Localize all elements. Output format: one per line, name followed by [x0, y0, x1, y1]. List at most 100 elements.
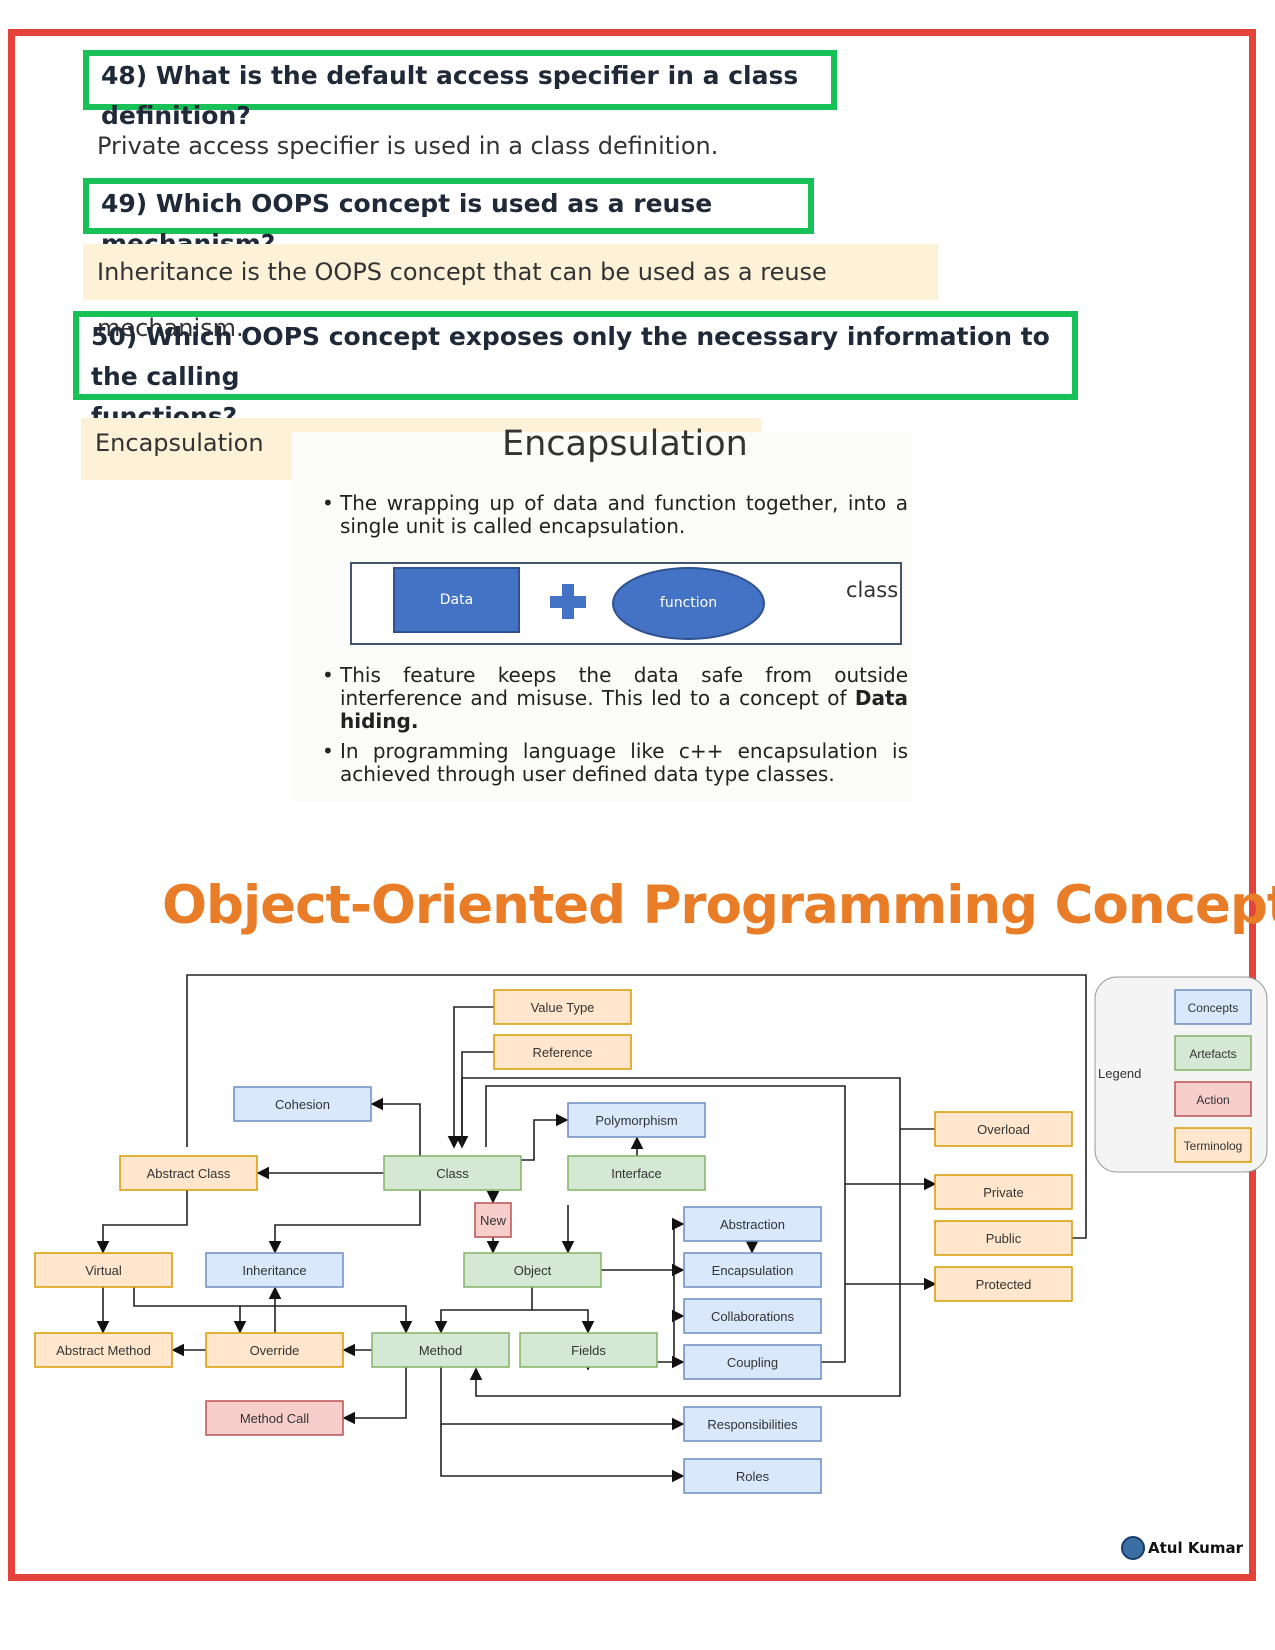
- diagram-edge: [268, 1190, 421, 1254]
- question-48: 48) What is the default access specifier…: [83, 50, 837, 130]
- diagram-edge: [96, 1190, 188, 1254]
- question-49-text: 49) Which OOPS concept is used as a reus…: [101, 189, 713, 258]
- svg-text:Public: Public: [986, 1231, 1022, 1246]
- svg-text:Abstract Class: Abstract Class: [147, 1166, 231, 1181]
- diagram-edge: [370, 1097, 421, 1156]
- author-signature: Atul Kumar: [1148, 1539, 1244, 1557]
- svg-text:Concepts: Concepts: [1188, 1001, 1239, 1015]
- svg-text:Cohesion: Cohesion: [275, 1097, 330, 1112]
- node-new: New: [474, 1202, 512, 1238]
- legend-label: Legend: [1098, 1066, 1141, 1081]
- node-encapsulation: Encapsulation: [683, 1252, 822, 1288]
- node-class: Class: [383, 1155, 522, 1191]
- node-abstract-class: Abstract Class: [119, 1155, 258, 1191]
- diagram-edge: [532, 1309, 595, 1334]
- diagram-edge: [671, 1316, 685, 1369]
- question-50: 50) Which OOPS concept exposes only the …: [73, 311, 1078, 431]
- diagram-edge: [133, 1287, 413, 1334]
- node-collaborations: Collaborations: [683, 1298, 822, 1334]
- svg-text:Class: Class: [436, 1166, 469, 1181]
- answer-48: Private access specifier is used in a cl…: [97, 132, 719, 160]
- diagram-edge: [186, 974, 1087, 1239]
- legend-item-action: Action: [1174, 1081, 1252, 1117]
- diagram-title: Object-Oriented Programming Concepts: [162, 875, 1275, 936]
- node-reference: Reference: [493, 1034, 632, 1070]
- svg-text:New: New: [480, 1213, 507, 1228]
- slide-bullet-3: • In programming language like c++ encap…: [322, 739, 908, 786]
- svg-text:Value Type: Value Type: [531, 1000, 595, 1015]
- node-abstract-method: Abstract Method: [34, 1332, 173, 1368]
- svg-text:Coupling: Coupling: [727, 1355, 778, 1370]
- slide-bullet-1: • The wrapping up of data and function t…: [322, 491, 908, 538]
- node-private: Private: [934, 1174, 1073, 1210]
- function-ellipse: function: [612, 567, 765, 640]
- node-roles: Roles: [683, 1458, 822, 1494]
- svg-text:Encapsulation: Encapsulation: [712, 1263, 794, 1278]
- svg-text:Fields: Fields: [571, 1343, 606, 1358]
- svg-text:Roles: Roles: [736, 1469, 770, 1484]
- node-override: Override: [205, 1332, 344, 1368]
- diagram-edge: [461, 1077, 901, 1397]
- svg-text:Terminolog: Terminolog: [1184, 1139, 1243, 1153]
- svg-text:Virtual: Virtual: [85, 1263, 122, 1278]
- slide-title: Encapsulation: [502, 424, 748, 464]
- diagram-edge: [520, 1113, 569, 1161]
- svg-text:Private: Private: [983, 1185, 1023, 1200]
- node-method: Method: [371, 1332, 510, 1368]
- question-50-line1: 50) Which OOPS concept exposes only the …: [91, 322, 1050, 391]
- svg-text:Interface: Interface: [611, 1166, 662, 1181]
- plus-icon-bar: [550, 596, 586, 608]
- legend-item-terminology: Terminolog: [1174, 1127, 1252, 1163]
- author-avatar: [1121, 1536, 1145, 1560]
- legend-item-concepts: Concepts: [1174, 989, 1252, 1025]
- diagram-edge: [342, 1367, 407, 1425]
- slide-bullet-2: • This feature keeps the data safe from …: [322, 663, 908, 733]
- page-frame: [8, 29, 1256, 1581]
- class-label: class: [846, 578, 899, 602]
- svg-text:Protected: Protected: [976, 1277, 1032, 1292]
- svg-text:Polymorphism: Polymorphism: [595, 1113, 677, 1128]
- svg-text:Inheritance: Inheritance: [242, 1263, 306, 1278]
- svg-text:Object: Object: [514, 1263, 552, 1278]
- answer-49: Inheritance is the OOPS concept that can…: [83, 244, 938, 342]
- diagram-edge: [434, 1287, 533, 1334]
- svg-text:Override: Override: [250, 1343, 300, 1358]
- svg-text:Artefacts: Artefacts: [1189, 1047, 1236, 1061]
- svg-text:Collaborations: Collaborations: [711, 1309, 795, 1324]
- question-49: 49) Which OOPS concept is used as a reus…: [83, 178, 814, 258]
- diagram-edge: [440, 1424, 685, 1483]
- node-public: Public: [934, 1220, 1073, 1256]
- svg-text:Abstraction: Abstraction: [720, 1217, 785, 1232]
- node-abstraction: Abstraction: [683, 1206, 822, 1242]
- legend-box: [1094, 976, 1268, 1173]
- svg-text:Abstract Method: Abstract Method: [56, 1343, 151, 1358]
- node-method-call: Method Call: [205, 1400, 344, 1436]
- slide-bullet-3-text: In programming language like c++ encapsu…: [340, 739, 908, 786]
- node-interface: Interface: [567, 1155, 706, 1191]
- svg-text:Method Call: Method Call: [240, 1411, 309, 1426]
- node-coupling: Coupling: [683, 1344, 822, 1380]
- node-value-type: Value Type: [493, 989, 632, 1025]
- svg-text:Overload: Overload: [977, 1122, 1030, 1137]
- slide-bullet-2-text: This feature keeps the data safe from ou…: [340, 663, 908, 710]
- slide-bullet-2-bold: Data hiding.: [340, 686, 908, 733]
- slide-bullet-1-text: The wrapping up of data and function tog…: [340, 491, 908, 538]
- svg-text:Method: Method: [419, 1343, 462, 1358]
- node-protected: Protected: [934, 1266, 1073, 1302]
- node-overload: Overload: [934, 1111, 1073, 1147]
- data-box: Data: [393, 567, 520, 633]
- diagram-edge: [671, 1270, 685, 1323]
- node-inheritance: Inheritance: [205, 1252, 344, 1288]
- svg-text:Responsibilities: Responsibilities: [707, 1417, 798, 1432]
- node-cohesion: Cohesion: [233, 1086, 372, 1122]
- svg-text:Action: Action: [1196, 1093, 1229, 1107]
- diagram-edge: [601, 1217, 685, 1271]
- legend-item-artefacts: Artefacts: [1174, 1035, 1252, 1071]
- node-object: Object: [463, 1252, 602, 1288]
- node-polymorphism: Polymorphism: [567, 1102, 706, 1138]
- question-48-text: 48) What is the default access specifier…: [101, 61, 799, 130]
- svg-text:Reference: Reference: [533, 1045, 593, 1060]
- node-fields: Fields: [519, 1332, 658, 1368]
- node-virtual: Virtual: [34, 1252, 173, 1288]
